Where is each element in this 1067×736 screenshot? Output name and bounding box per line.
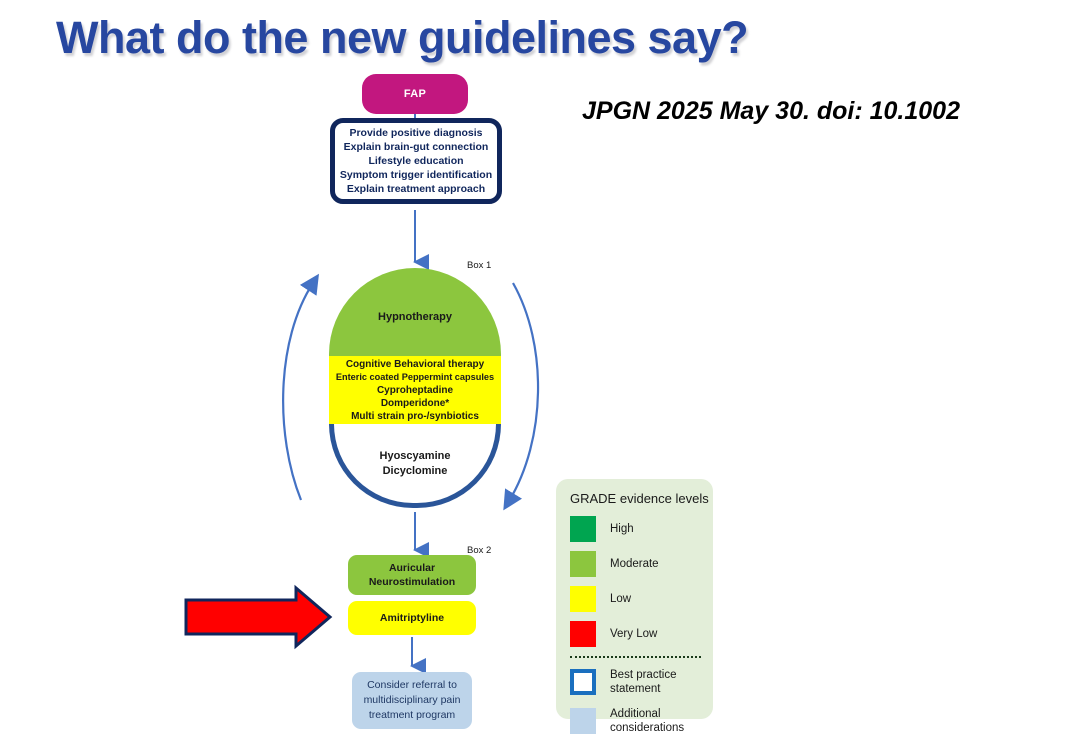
- legend-label-best-practice: Best practice statement: [610, 668, 676, 696]
- node-auricular-neurostimulation[interactable]: Auricular Neurostimulation: [348, 555, 476, 595]
- legend-label-low: Low: [610, 593, 632, 605]
- legend-row-very-low: Very Low: [570, 621, 713, 647]
- box1-yellow-line-1: Cognitive Behavioral therapy: [345, 358, 485, 370]
- node-box1[interactable]: Hypnotherapy Cognitive Behavioral therap…: [329, 268, 501, 508]
- node-referral[interactable]: Consider referral to multidisciplinary p…: [352, 672, 472, 729]
- node-fap[interactable]: FAP: [362, 74, 468, 114]
- box2-green-line-2: Neurostimulation: [368, 576, 456, 588]
- legend-divider: [570, 656, 701, 658]
- box1-yellow-line-3: Cyproheptadine: [376, 384, 454, 396]
- legend-label-high: High: [610, 523, 634, 535]
- page-title: What do the new guidelines say?: [56, 12, 749, 63]
- box2-green-line-1: Auricular: [388, 562, 436, 574]
- box1-white-section[interactable]: Hyoscyamine Dicyclomine: [329, 424, 501, 508]
- legend-label-best-practice-line1: Best practice: [610, 669, 677, 681]
- node-fap-label: FAP: [403, 88, 427, 100]
- referral-line-1: Consider referral to: [367, 679, 457, 691]
- citation-text: JPGN 2025 May 30. doi: 10.1002: [582, 97, 960, 125]
- legend-label-best-practice-line2: statement: [610, 683, 661, 695]
- box1-label: Box 1: [467, 260, 492, 271]
- swatch-additional-icon: [570, 708, 596, 734]
- node-amitriptyline[interactable]: Amitriptyline: [348, 601, 476, 635]
- box1-yellow-line-2: Enteric coated Peppermint capsules: [335, 371, 495, 382]
- legend-label-very-low: Very Low: [610, 628, 658, 640]
- legend-row-best-practice: Best practice statement: [570, 667, 713, 697]
- box1-yellow-line-4: Domperidone*: [380, 397, 450, 409]
- grade-legend-panel: GRADE evidence levels High Moderate Low …: [556, 479, 713, 734]
- box2-yellow-line-1: Amitriptyline: [379, 612, 445, 624]
- box1-white-line-1: Hyoscyamine: [379, 449, 451, 462]
- box2-label: Box 2: [467, 545, 492, 556]
- box1-green-section[interactable]: Hypnotherapy: [329, 268, 501, 356]
- swatch-high-icon: [570, 516, 596, 542]
- box1-yellow-line-5: Multi strain pro-/synbiotics: [351, 410, 479, 422]
- legend-row-additional: Additional considerations: [570, 706, 713, 736]
- legend-title: GRADE evidence levels: [570, 491, 709, 506]
- highlight-arrow: [184, 584, 333, 650]
- box1-white-line-2: Dicyclomine: [382, 464, 448, 477]
- referral-line-2: multidisciplinary pain: [363, 694, 461, 706]
- legend-row-low: Low: [570, 586, 713, 612]
- bp-line-3: Lifestyle education: [368, 155, 464, 167]
- box1-green-line-1: Hypnotherapy: [378, 311, 452, 323]
- swatch-low-icon: [570, 586, 596, 612]
- box1-yellow-section[interactable]: Cognitive Behavioral therapy Enteric coa…: [329, 356, 501, 424]
- node-best-practice-box[interactable]: Provide positive diagnosis Explain brain…: [330, 118, 502, 204]
- legend-label-additional-line1: Additional: [610, 708, 661, 720]
- legend-row-high: High: [570, 516, 713, 542]
- referral-line-3: treatment program: [368, 709, 456, 721]
- legend-label-additional: Additional considerations: [610, 707, 684, 735]
- bp-line-4: Symptom trigger identification: [339, 169, 493, 181]
- swatch-best-practice-icon: [570, 669, 596, 695]
- legend-label-moderate: Moderate: [610, 558, 659, 570]
- bp-line-1: Provide positive diagnosis: [349, 127, 483, 139]
- bp-line-5: Explain treatment approach: [346, 183, 486, 195]
- bp-line-2: Explain brain-gut connection: [343, 141, 489, 153]
- swatch-very-low-icon: [570, 621, 596, 647]
- legend-label-additional-line2: considerations: [610, 722, 685, 734]
- legend-row-moderate: Moderate: [570, 551, 713, 577]
- swatch-moderate-icon: [570, 551, 596, 577]
